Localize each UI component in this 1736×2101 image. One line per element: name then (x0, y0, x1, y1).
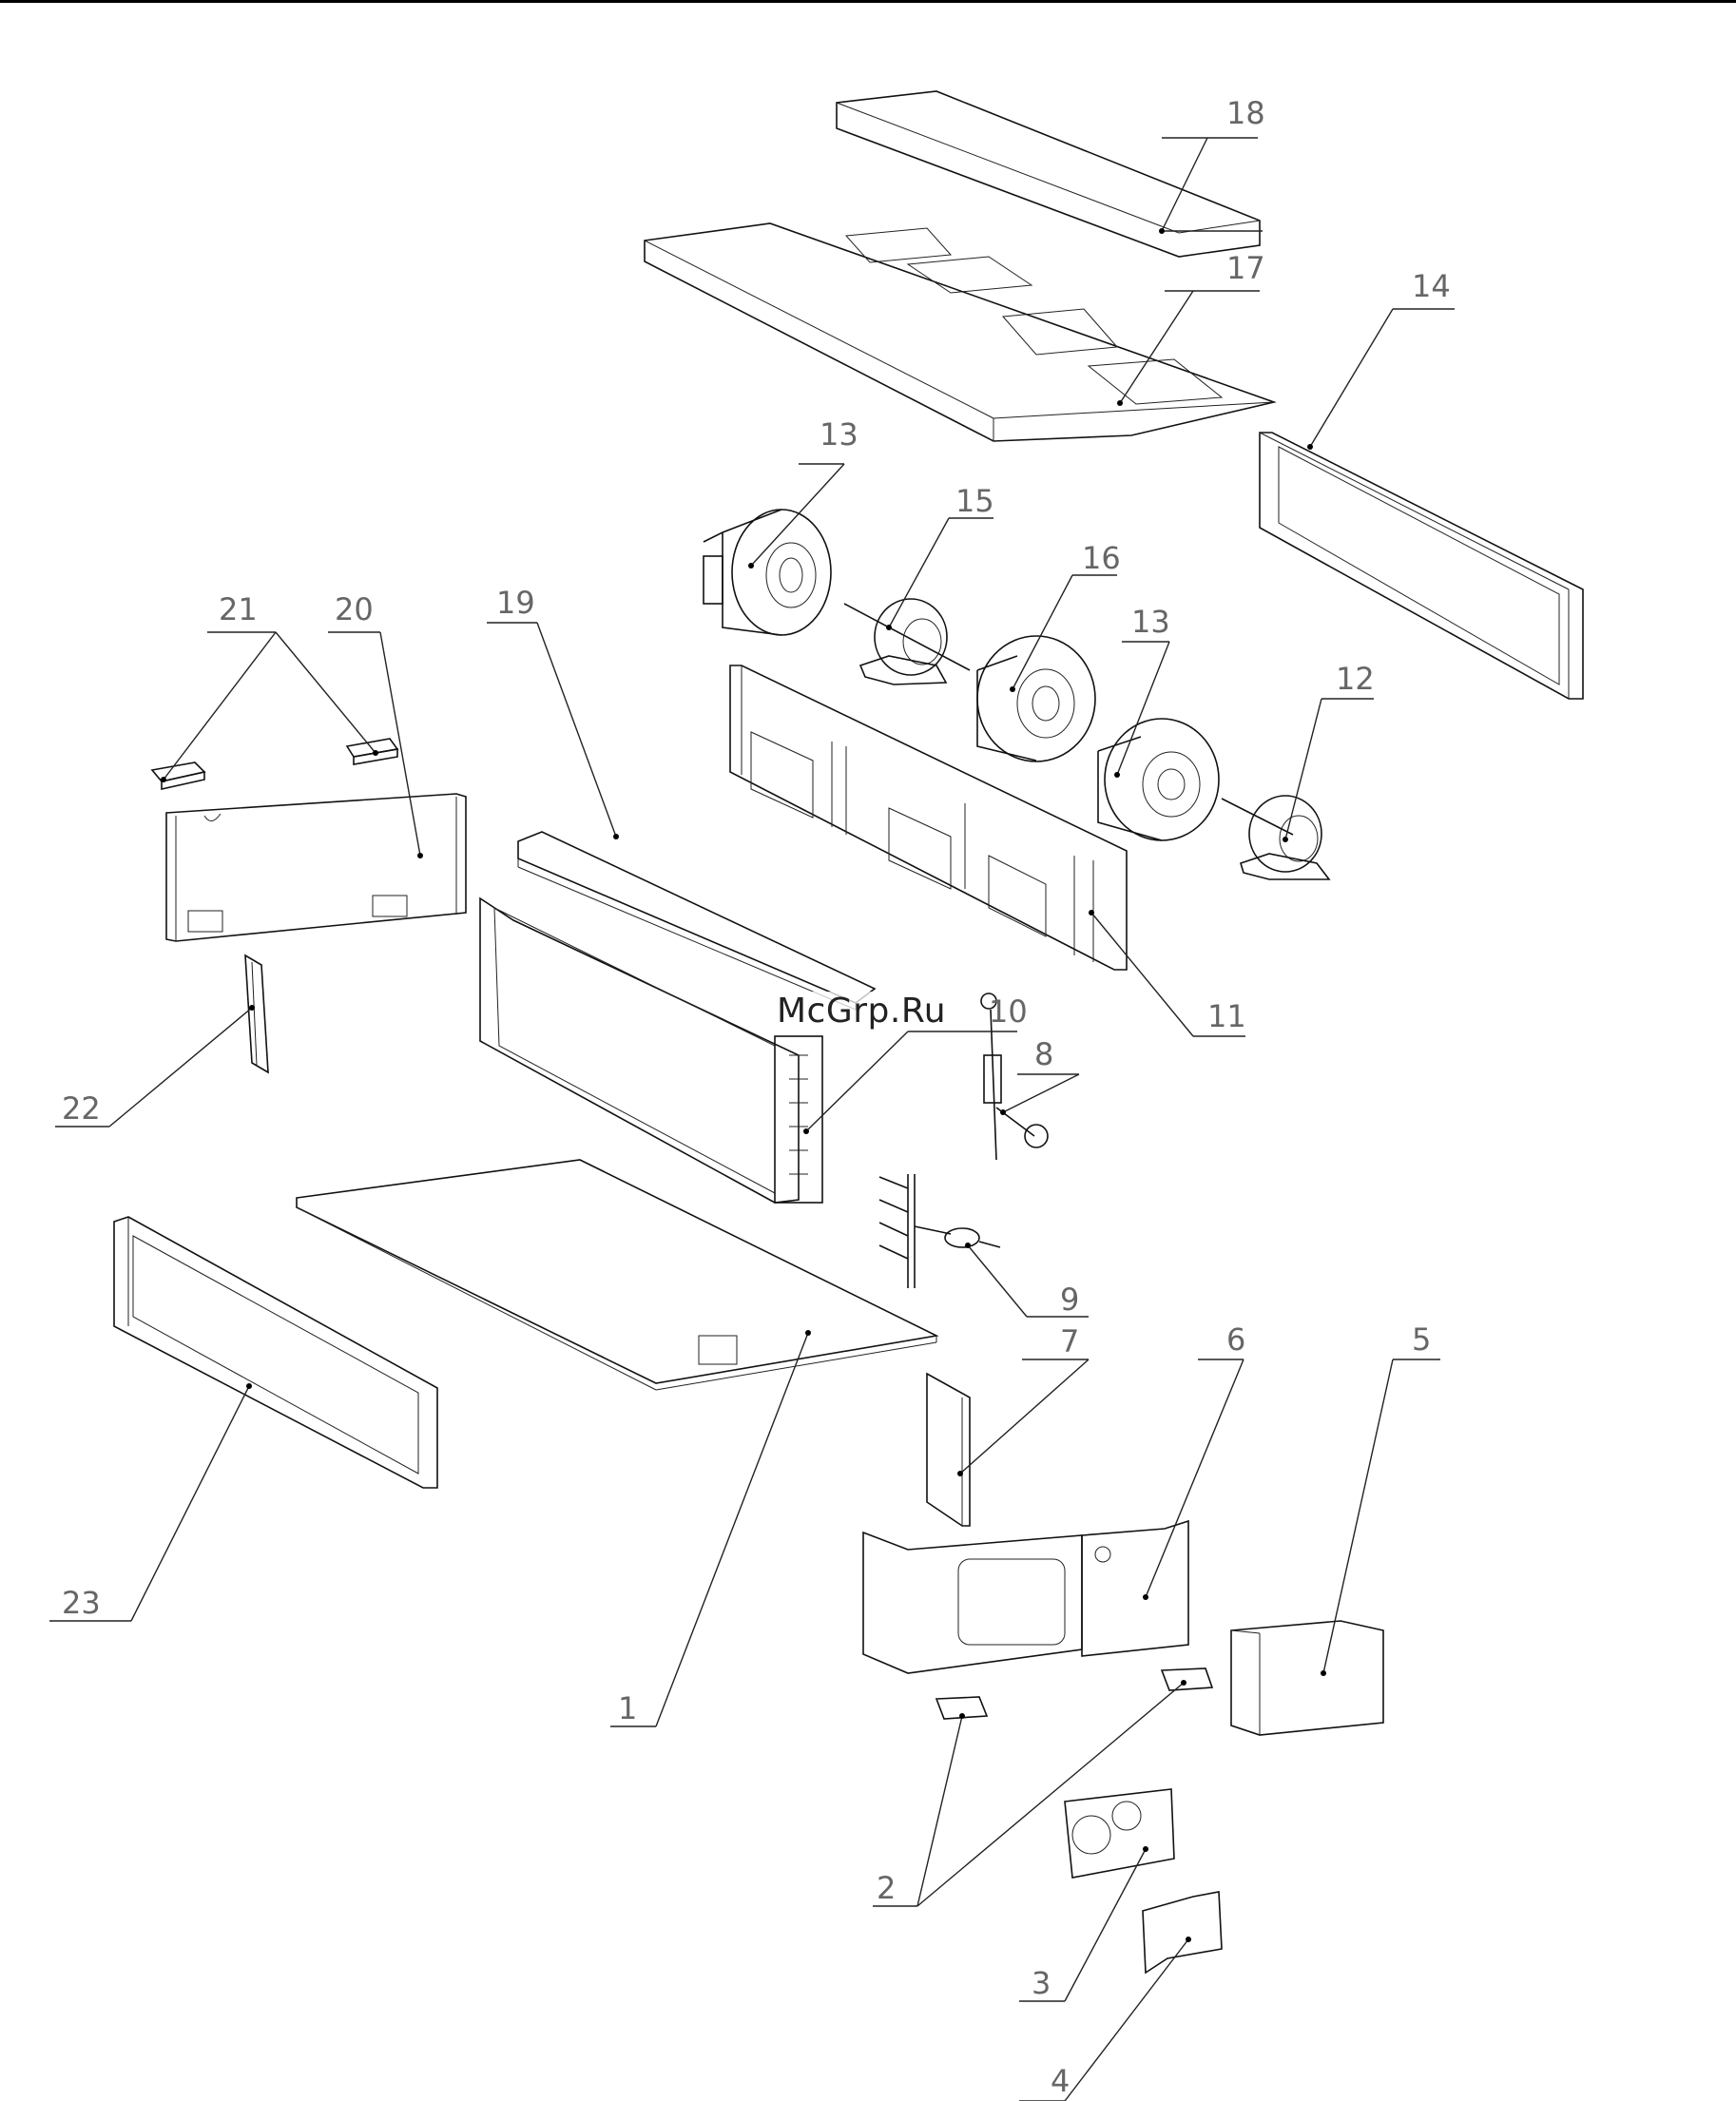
callout-22: 22 (62, 1090, 101, 1127)
part-18-cover-plate (837, 91, 1260, 257)
callout-14: 14 (1412, 268, 1451, 304)
callout-5: 5 (1412, 1321, 1431, 1358)
part-7-plate (927, 1374, 970, 1526)
part-6-control-box-panel (863, 1521, 1188, 1673)
callout-12: 12 (1336, 661, 1375, 697)
callout-10: 10 (989, 993, 1028, 1030)
callout-17: 17 (1226, 250, 1265, 286)
part-4-small-plate (1143, 1892, 1222, 1973)
part-11-fan-panel (730, 665, 1127, 970)
part-12-motor (1222, 796, 1329, 879)
part-13-blower-housing-a (704, 510, 831, 635)
callout-18: 18 (1226, 95, 1265, 131)
callout-21: 21 (219, 591, 258, 627)
callout-20: 20 (335, 591, 374, 627)
callout-7: 7 (1060, 1323, 1079, 1359)
part-5-box-cover (1231, 1621, 1383, 1735)
part-23-back-frame (114, 1217, 437, 1488)
part-19-upper-tray (518, 832, 875, 1010)
part-20-side-panel (166, 794, 466, 941)
callout-9: 9 (1060, 1282, 1079, 1318)
callout-13-b: 13 (1131, 604, 1170, 640)
part-10-evaporator-coil (480, 898, 822, 1203)
part-9-distributor (879, 1174, 1000, 1288)
part-3-gasket-plate (1065, 1789, 1174, 1878)
callout-13-a: 13 (820, 416, 858, 453)
callout-1: 1 (618, 1690, 637, 1726)
callout-11: 11 (1207, 998, 1246, 1034)
part-1-bottom-panel (297, 1160, 936, 1390)
callout-4: 4 (1051, 2063, 1070, 2099)
part-14-front-frame (1260, 433, 1583, 699)
leader-lines (49, 138, 1455, 2101)
callout-6: 6 (1226, 1321, 1245, 1358)
callout-16: 16 (1082, 540, 1121, 576)
anchor-dots (161, 228, 1326, 1942)
callout-8: 8 (1034, 1036, 1053, 1072)
watermark-text: McGrp.Ru (773, 992, 950, 1031)
part-15-motor (844, 599, 970, 684)
part-16-blower-housing (977, 636, 1095, 761)
callout-labels: 18 17 14 13 15 16 13 12 11 21 20 19 10 8… (62, 95, 1451, 2099)
callout-19: 19 (496, 585, 535, 621)
callout-3: 3 (1032, 1965, 1051, 2001)
callout-23: 23 (62, 1585, 101, 1621)
part-13-blower-housing-b (1098, 719, 1219, 840)
callout-2: 2 (877, 1870, 896, 1906)
part-22-side-bracket (245, 955, 268, 1072)
callout-15: 15 (955, 483, 994, 519)
